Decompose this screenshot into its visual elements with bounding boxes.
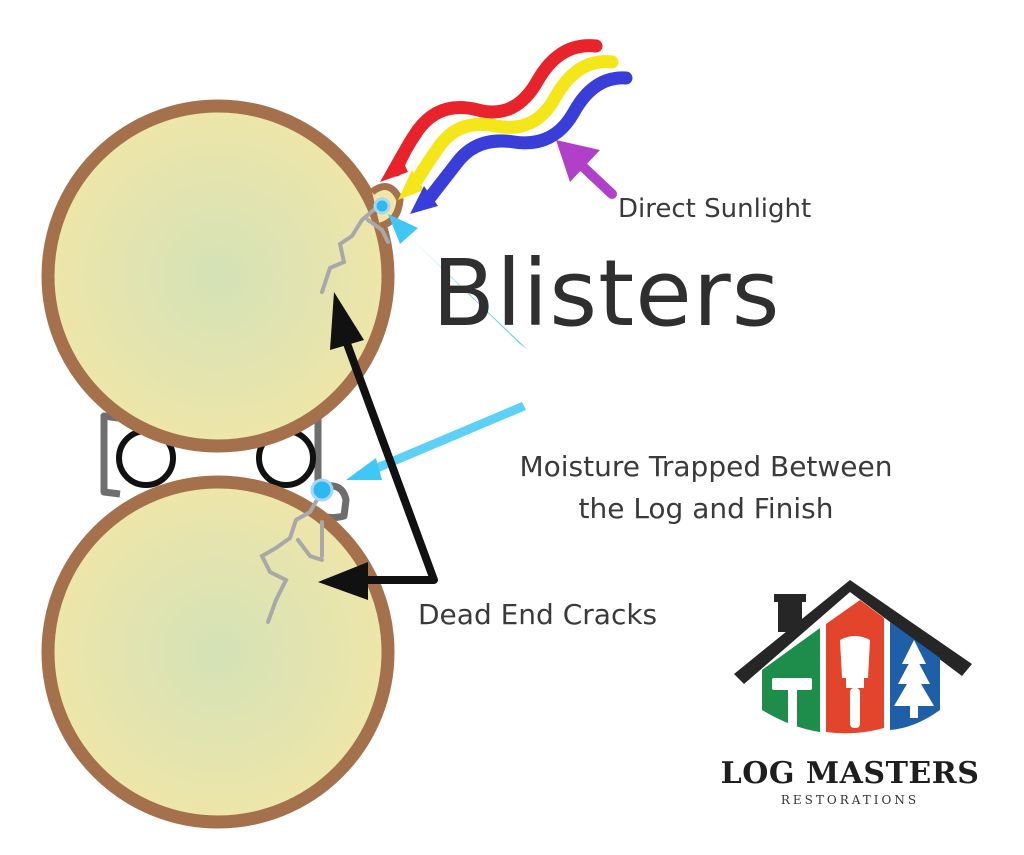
label-dead-end-cracks: Dead End Cracks	[418, 598, 658, 631]
pointer-blisters	[388, 214, 528, 350]
logo-emblem	[734, 580, 972, 734]
arrow-dead-end-cracks	[338, 328, 438, 584]
blister-upper	[373, 197, 391, 215]
label-direct-sunlight: Direct Sunlight	[618, 194, 812, 224]
label-moisture-line1: Moisture Trapped Between	[519, 450, 893, 483]
pine-tree-icon	[894, 640, 934, 718]
lower-log	[41, 475, 395, 829]
sun-rays	[389, 39, 633, 207]
label-moisture-line2: the Log and Finish	[578, 492, 834, 525]
logo-chimney-icon	[778, 598, 802, 632]
crack-upper	[320, 206, 390, 294]
ray-head-red	[380, 150, 408, 182]
logo-name: LOG MASTERS	[720, 756, 980, 791]
arrowhead-crack-lower	[318, 562, 368, 600]
upper-log	[41, 99, 395, 453]
label-blisters: Blisters	[432, 240, 781, 347]
crack-lower	[259, 496, 324, 624]
pointer-moisture	[346, 402, 526, 480]
arrow-direct-sunlight	[556, 140, 617, 199]
logo-roof-icon	[734, 580, 972, 684]
blister-lower	[310, 478, 334, 502]
logo-subtitle: RESTORATIONS	[780, 793, 920, 807]
ray-head-yellow	[398, 170, 424, 200]
paintbrush-icon	[840, 636, 870, 728]
arrowhead-crack-upper	[330, 292, 364, 350]
log-masters-logo: LOG MASTERS RESTORATIONS	[700, 578, 1000, 818]
hammer-icon	[772, 678, 812, 726]
ray-head-blue	[410, 186, 438, 214]
label-moisture-trapped: Moisture Trapped Between the Log and Fin…	[496, 446, 916, 530]
